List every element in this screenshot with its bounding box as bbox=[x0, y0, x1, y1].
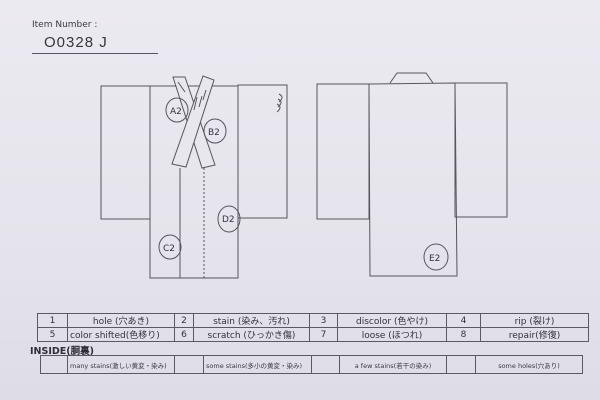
legend-num: 5 bbox=[37, 327, 68, 342]
legend-label: hole (穴あき) bbox=[67, 313, 175, 328]
legend-label: scratch (ひっかき傷) bbox=[193, 327, 310, 342]
legend-label: stain (染み、汚れ) bbox=[193, 313, 310, 328]
mark-circle-d2 bbox=[217, 205, 241, 233]
back-collar bbox=[389, 72, 434, 84]
legend-label: rip (裂け) bbox=[480, 313, 589, 328]
collar-hatch bbox=[193, 96, 198, 111]
inside-checkbox[interactable] bbox=[174, 355, 204, 374]
sleeve-hatch bbox=[278, 93, 283, 103]
collar-hatch bbox=[177, 81, 186, 93]
front-left-sleeve bbox=[100, 85, 151, 220]
inside-section-title: INSIDE(胴裏) bbox=[30, 346, 94, 357]
damage-legend-table: 1 hole (穴あき) 2 stain (染み、汚れ) 3 discolor … bbox=[37, 313, 589, 342]
inside-checkbox[interactable] bbox=[446, 355, 476, 374]
legend-label: repair(修復) bbox=[480, 327, 589, 342]
item-number-label: Item Number : bbox=[32, 20, 98, 30]
legend-num: 8 bbox=[446, 327, 481, 342]
legend-num: 1 bbox=[37, 313, 68, 328]
legend-label: loose (ほつれ) bbox=[337, 327, 447, 342]
mark-circle-c2 bbox=[158, 234, 182, 260]
mark-b2: B2 bbox=[208, 128, 220, 138]
inside-label: many stains(激しい黄変・染み) bbox=[67, 355, 175, 374]
mark-circle-b2 bbox=[203, 118, 227, 144]
mark-d2: D2 bbox=[222, 215, 235, 225]
inside-label: some stains(多小の黄変・染み) bbox=[203, 355, 312, 374]
mark-c2: C2 bbox=[163, 244, 175, 254]
legend-num: 2 bbox=[174, 313, 194, 328]
mark-a2: A2 bbox=[170, 107, 182, 117]
collar-hatch bbox=[198, 95, 203, 108]
kimono-back-view bbox=[316, 72, 508, 277]
sleeve-hatch bbox=[277, 98, 282, 108]
legend-label: discolor (色やけ) bbox=[337, 313, 447, 328]
collar-hatch bbox=[202, 89, 207, 101]
legend-num: 3 bbox=[309, 313, 338, 328]
inside-checkbox[interactable] bbox=[40, 355, 68, 374]
inside-label: a few stains(若干の染み) bbox=[339, 355, 447, 374]
front-marks: A2 B2 C2 D2 bbox=[163, 107, 235, 254]
item-number-underline bbox=[32, 53, 158, 54]
legend-row: 1 hole (穴あき) 2 stain (染み、汚れ) 3 discolor … bbox=[37, 313, 589, 328]
inside-label: some holes(穴あり) bbox=[475, 355, 583, 374]
kimono-front-view bbox=[100, 75, 288, 279]
inside-row: many stains(激しい黄変・染み) some stains(多小の黄変・… bbox=[40, 355, 583, 374]
mark-circle-a2 bbox=[165, 97, 189, 123]
mark-e2: E2 bbox=[429, 254, 440, 264]
legend-num: 6 bbox=[174, 327, 194, 342]
inside-checkbox[interactable] bbox=[311, 355, 340, 374]
mark-circle-e2 bbox=[423, 243, 449, 271]
legend-num: 7 bbox=[309, 327, 338, 342]
legend-row: 5 color shifted(色移り) 6 scratch (ひっかき傷) 7… bbox=[37, 327, 589, 342]
back-body bbox=[368, 82, 458, 277]
item-number-value: O0328 J bbox=[44, 34, 108, 51]
back-left-sleeve bbox=[316, 83, 370, 220]
front-right-sleeve bbox=[237, 84, 288, 219]
legend-label: color shifted(色移り) bbox=[67, 327, 175, 342]
back-right-sleeve bbox=[454, 82, 508, 218]
legend-num: 4 bbox=[446, 313, 481, 328]
inside-condition-table: many stains(激しい黄変・染み) some stains(多小の黄変・… bbox=[40, 355, 583, 374]
sleeve-hatch bbox=[276, 103, 281, 113]
